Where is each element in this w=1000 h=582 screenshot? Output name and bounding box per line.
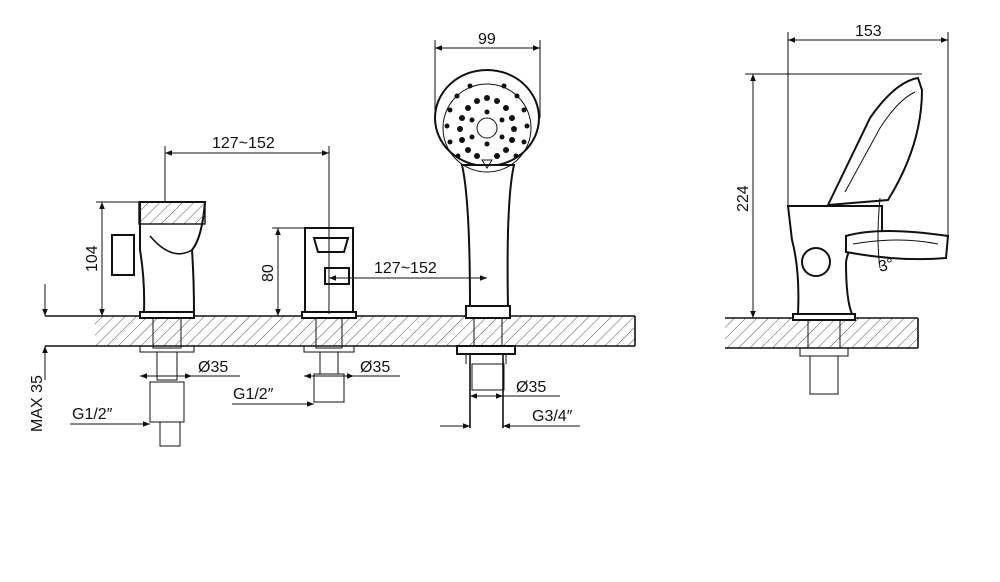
dim-spacing-right: 127~152 — [374, 260, 437, 277]
side-view — [725, 76, 950, 395]
mixer-body — [111, 201, 207, 447]
deck-slab — [45, 315, 636, 347]
dim-hole-3: Ø35 — [516, 379, 546, 396]
dim-spout-depth: 153 — [855, 23, 882, 40]
dim-angle: 3° — [877, 255, 896, 275]
dim-hole-2: Ø35 — [360, 359, 390, 376]
dim-thread-3: G3/4″ — [532, 408, 573, 425]
hand-shower — [434, 69, 540, 428]
dim-spout-height: 224 — [735, 185, 752, 212]
dim-max-deck: MAX 35 — [29, 375, 46, 432]
dim-thread-2: G1/2″ — [233, 386, 274, 403]
dim-mixer-height: 104 — [84, 245, 101, 272]
dimension-lines — [42, 32, 949, 429]
dim-hole-1: Ø35 — [198, 359, 228, 376]
dim-handshower-width: 99 — [478, 31, 496, 48]
dim-spacing-left: 127~152 — [212, 135, 275, 152]
dim-diverter-height: 80 — [260, 264, 277, 282]
dim-thread-1: G1/2″ — [72, 406, 113, 423]
